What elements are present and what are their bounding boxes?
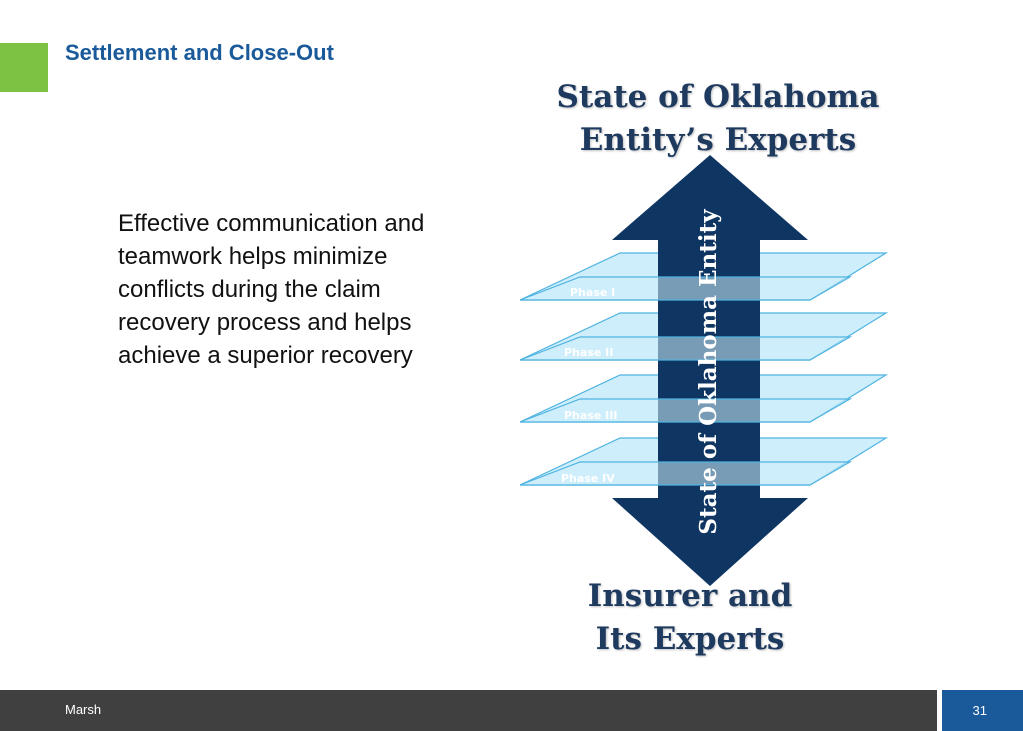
body-text: Effective communication and teamwork hel… bbox=[118, 210, 425, 369]
bottom-heading: Insurer and Its Experts bbox=[500, 575, 880, 661]
phases-diagram: Phase I Phase II Phase III Phase IV Stat… bbox=[520, 70, 900, 670]
slide-title: Settlement and Close-Out bbox=[65, 40, 334, 65]
top-heading-line-2: Entity’s Experts bbox=[579, 122, 857, 158]
arrow-label: State of Oklahoma Entity bbox=[695, 209, 722, 535]
phase-plane-4-front bbox=[520, 461, 853, 486]
top-heading: State of Oklahoma Entity’s Experts bbox=[528, 76, 908, 162]
footer-company: Marsh bbox=[65, 702, 102, 717]
phase-plane-1-front bbox=[520, 276, 853, 301]
footer-bar: Marsh bbox=[0, 690, 937, 731]
phase-label-3: Phase III bbox=[564, 409, 617, 422]
bottom-heading-line-2: Its Experts bbox=[595, 621, 785, 657]
phase-plane-3-front bbox=[520, 398, 853, 423]
accent-square bbox=[0, 43, 48, 92]
top-heading-line-1: State of Oklahoma bbox=[556, 79, 880, 115]
page-number: 31 bbox=[972, 703, 987, 718]
phase-label-1: Phase I bbox=[570, 286, 615, 299]
phase-label-4: Phase IV bbox=[561, 472, 615, 485]
bottom-heading-line-1: Insurer and bbox=[587, 578, 793, 614]
phase-label-2: Phase II bbox=[564, 346, 613, 359]
phase-plane-2-front bbox=[520, 336, 853, 361]
diagram-graphic: Phase I Phase II Phase III Phase IV Stat… bbox=[520, 155, 889, 586]
page-number-box: 31 bbox=[942, 690, 1023, 731]
